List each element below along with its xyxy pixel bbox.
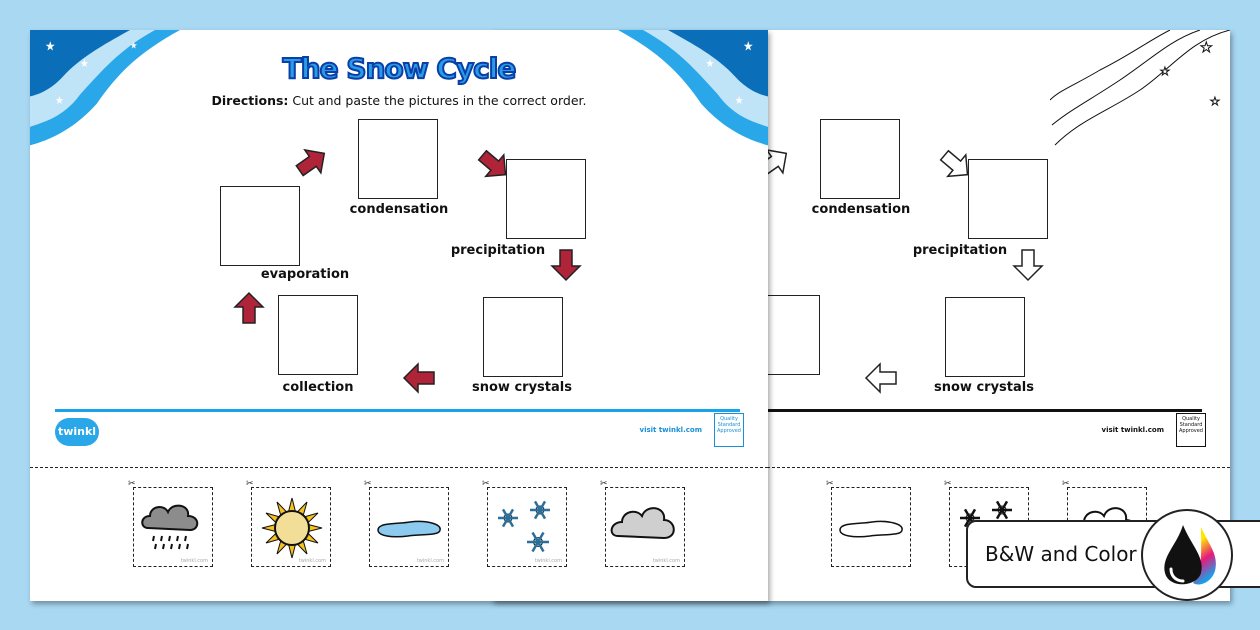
svg-text:★: ★ — [45, 39, 55, 54]
svg-text:★: ★ — [80, 57, 89, 70]
arrow-icon — [295, 148, 326, 177]
scissors-icon: ✂ — [128, 479, 136, 489]
arrow-icon — [939, 149, 969, 178]
stage-label: snow crystals — [472, 380, 572, 395]
cut-out-card[interactable]: ✂ twinkl.com — [246, 479, 331, 567]
paste-box-collection — [278, 295, 358, 375]
svg-text:★: ★ — [735, 94, 744, 107]
paste-box-snow-crystals — [483, 297, 563, 377]
paste-box-evaporation — [220, 186, 300, 266]
stage-label: precipitation — [450, 243, 546, 258]
svg-text:★: ★ — [706, 57, 715, 70]
arrow-icon — [477, 149, 507, 178]
paste-box-snow-crystals — [945, 297, 1025, 377]
cut-line — [492, 467, 1230, 468]
arrow-icon — [233, 291, 265, 324]
directions-text: Cut and paste the pictures in the correc… — [288, 93, 587, 108]
ink-drops-icon — [1141, 509, 1233, 601]
twinkl-logo: twinkl — [55, 418, 99, 446]
scissors-icon: ✂ — [364, 479, 372, 489]
scissors-icon: ✂ — [600, 479, 608, 489]
scissors-icon: ✂ — [944, 479, 952, 489]
scissors-icon: ✂ — [1062, 479, 1070, 489]
svg-text:★: ★ — [743, 39, 753, 54]
arrow-icon — [402, 362, 435, 394]
svg-text:★: ★ — [130, 41, 138, 51]
stage-label: snow crystals — [934, 380, 1034, 395]
card-watermark: twinkl.com — [416, 558, 444, 564]
puddle-icon — [377, 520, 441, 538]
snowflakes-icon — [498, 500, 550, 553]
cut-out-card[interactable]: ✂ twinkl.com — [128, 479, 213, 567]
puddle-icon — [839, 520, 903, 538]
footer-divider — [55, 409, 740, 412]
paste-box-condensation — [820, 119, 900, 199]
quality-badge: Quality Standard Approved — [714, 413, 744, 447]
directions: Directions: Cut and paste the pictures i… — [30, 93, 768, 108]
paste-box-precipitation — [506, 159, 586, 239]
cut-line — [30, 467, 768, 468]
svg-text:★: ★ — [55, 94, 64, 107]
svg-text:★: ★ — [1200, 40, 1213, 56]
footer-divider — [517, 409, 1202, 412]
sun-icon — [261, 497, 323, 559]
worksheet-title: The Snow Cycle — [282, 51, 518, 86]
paste-box-condensation — [358, 119, 438, 199]
card-watermark: twinkl.com — [534, 558, 562, 564]
scissors-icon: ✂ — [482, 479, 490, 489]
arrow-icon — [550, 249, 582, 282]
stage-label: evaporation — [260, 267, 350, 282]
sky-corner-right: ★ ★ ★ — [1050, 30, 1230, 146]
svg-text:★: ★ — [1210, 95, 1220, 108]
stage-label: collection — [282, 380, 354, 395]
cut-out-card[interactable]: ✂ twinkl.com — [364, 479, 449, 567]
version-label: B&W and Color — [985, 542, 1137, 566]
cut-out-card[interactable]: ✂ twinkl.com — [482, 479, 567, 567]
cut-out-card[interactable]: ✂ twinkl.com — [600, 479, 685, 567]
card-watermark: twinkl.com — [652, 558, 680, 564]
rain-cloud-icon — [141, 504, 199, 550]
paste-box-precipitation — [968, 159, 1048, 239]
card-watermark: twinkl.com — [180, 558, 208, 564]
svg-text:★: ★ — [1160, 65, 1170, 78]
card-watermark: twinkl.com — [298, 558, 326, 564]
visit-link[interactable]: visit twinkl.com — [1101, 426, 1164, 434]
arrow-icon — [1012, 249, 1044, 282]
directions-label: Directions: — [211, 93, 289, 108]
sky-corner-left: ★ ★ ★ ★ — [30, 30, 180, 146]
visit-link[interactable]: visit twinkl.com — [639, 426, 702, 434]
stage-label: condensation — [349, 202, 449, 217]
arrow-icon — [864, 362, 897, 394]
quality-badge: Quality Standard Approved — [1176, 413, 1206, 447]
scissors-icon: ✂ — [826, 479, 834, 489]
cut-out-card[interactable]: ✂ — [826, 479, 911, 567]
stage-label: condensation — [811, 202, 911, 217]
sky-corner-right: ★ ★ ★ — [618, 30, 768, 146]
stage-label: precipitation — [912, 243, 1008, 258]
cloud-icon — [610, 507, 675, 540]
scissors-icon: ✂ — [246, 479, 254, 489]
